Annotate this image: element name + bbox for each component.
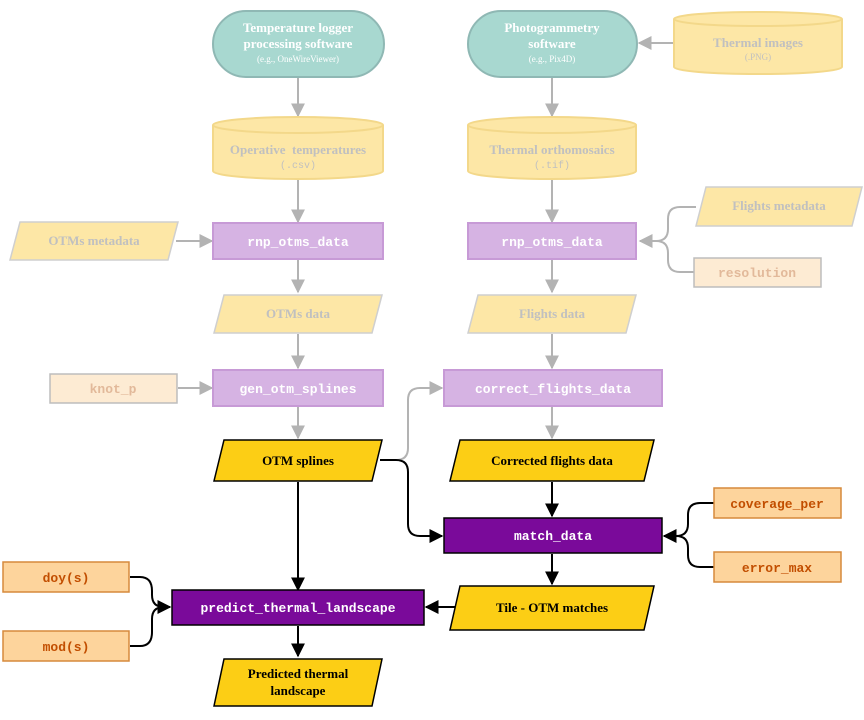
node-tile-otm: Tile - OTM matches xyxy=(449,585,655,631)
node-thermal-images: Thermal images (.PNG) xyxy=(673,11,843,75)
node-gen-otm-splines: gen_otm_splines xyxy=(212,369,384,407)
arrow-otm-splines-to-correct xyxy=(380,381,444,461)
arrow-coverage-to-match xyxy=(662,502,714,543)
operative-temps-label: Operative temperatures xyxy=(230,142,366,157)
flights-data-label: Flights data xyxy=(519,306,586,321)
predict-thermal-label: predict_thermal_landscape xyxy=(200,601,395,616)
node-flights-data: Flights data xyxy=(467,294,637,334)
thermal-ortho-label: Thermal orthomosaics xyxy=(489,142,614,157)
node-error-max: error_max xyxy=(713,551,842,583)
thermal-images-sub: (.PNG) xyxy=(745,52,771,62)
resolution-label: resolution xyxy=(718,266,796,281)
node-otms-metadata: OTMs metadata xyxy=(9,221,179,261)
node-coverage-per: coverage_per xyxy=(713,487,842,519)
node-rnp-otms-left: rnp_otms_data xyxy=(212,222,384,260)
match-data-label: match_data xyxy=(514,529,592,544)
connectors xyxy=(130,36,714,658)
node-temp-software: Temperature logger processing software (… xyxy=(212,10,385,78)
photo-software-sub: (e.g., Pix4D) xyxy=(529,54,576,64)
knot-p-label: knot_p xyxy=(90,382,137,397)
temp-software-line2: processing software xyxy=(244,36,353,51)
arrow-error-max-to-match xyxy=(675,535,714,568)
correct-flights-data-label: correct_flights_data xyxy=(475,382,631,397)
thermal-images-label: Thermal images xyxy=(713,35,803,50)
rnp-otms-left-label: rnp_otms_data xyxy=(247,235,349,250)
arrow-resolution-to-rnp xyxy=(655,240,694,273)
node-flights-metadata: Flights metadata xyxy=(695,186,863,227)
predicted-line2: landscape xyxy=(271,683,326,698)
node-otm-splines: OTM splines xyxy=(213,439,383,482)
arrow-flights-metadata-to-rnp xyxy=(638,206,696,248)
predicted-line1: Predicted thermal xyxy=(248,666,349,681)
rnp-otms-right-label: rnp_otms_data xyxy=(501,235,603,250)
node-predicted: Predicted thermal landscape xyxy=(213,658,383,707)
temp-software-line1: Temperature logger xyxy=(243,20,353,35)
thermal-ortho-sub: (.tif) xyxy=(534,160,570,172)
arrow-doy-to-predict xyxy=(130,576,172,614)
node-resolution: resolution xyxy=(693,257,822,288)
doy-label: doy(s) xyxy=(43,571,90,586)
node-correct-flights-data: correct_flights_data xyxy=(443,369,663,407)
node-rnp-otms-right: rnp_otms_data xyxy=(467,222,637,260)
node-thermal-ortho: Thermal orthomosaics (.tif) xyxy=(467,116,637,180)
node-knot-p: knot_p xyxy=(49,373,178,404)
mod-label: mod(s) xyxy=(43,640,90,655)
otms-metadata-label: OTMs metadata xyxy=(48,233,140,248)
node-photo-software: Photogrammetry software (e.g., Pix4D) xyxy=(467,10,638,78)
arrow-mod-to-predict xyxy=(130,606,165,647)
coverage-per-label: coverage_per xyxy=(730,497,824,512)
corrected-flights-label: Corrected flights data xyxy=(491,453,613,468)
error-max-label: error_max xyxy=(742,561,812,576)
node-doy: doy(s) xyxy=(2,561,130,593)
operative-temps-sub: (.csv) xyxy=(280,160,316,172)
otms-data-label: OTMs data xyxy=(266,306,330,321)
node-otms-data: OTMs data xyxy=(213,294,383,334)
photo-software-line2: software xyxy=(528,36,576,51)
node-mod: mod(s) xyxy=(2,630,130,662)
flights-metadata-label: Flights metadata xyxy=(732,198,826,213)
otm-splines-label: OTM splines xyxy=(262,453,334,468)
photo-software-line1: Photogrammetry xyxy=(504,20,600,35)
tile-otm-label: Tile - OTM matches xyxy=(496,600,608,615)
temp-software-sub: (e.g., OneWireViewer) xyxy=(257,54,339,64)
gen-otm-splines-label: gen_otm_splines xyxy=(239,382,356,397)
node-corrected-flights: Corrected flights data xyxy=(449,439,655,482)
node-operative-temps: Operative temperatures (.csv) xyxy=(212,116,384,180)
node-predict-thermal: predict_thermal_landscape xyxy=(171,589,425,626)
node-match-data: match_data xyxy=(443,517,663,554)
arrow-otm-splines-to-match xyxy=(380,459,444,543)
